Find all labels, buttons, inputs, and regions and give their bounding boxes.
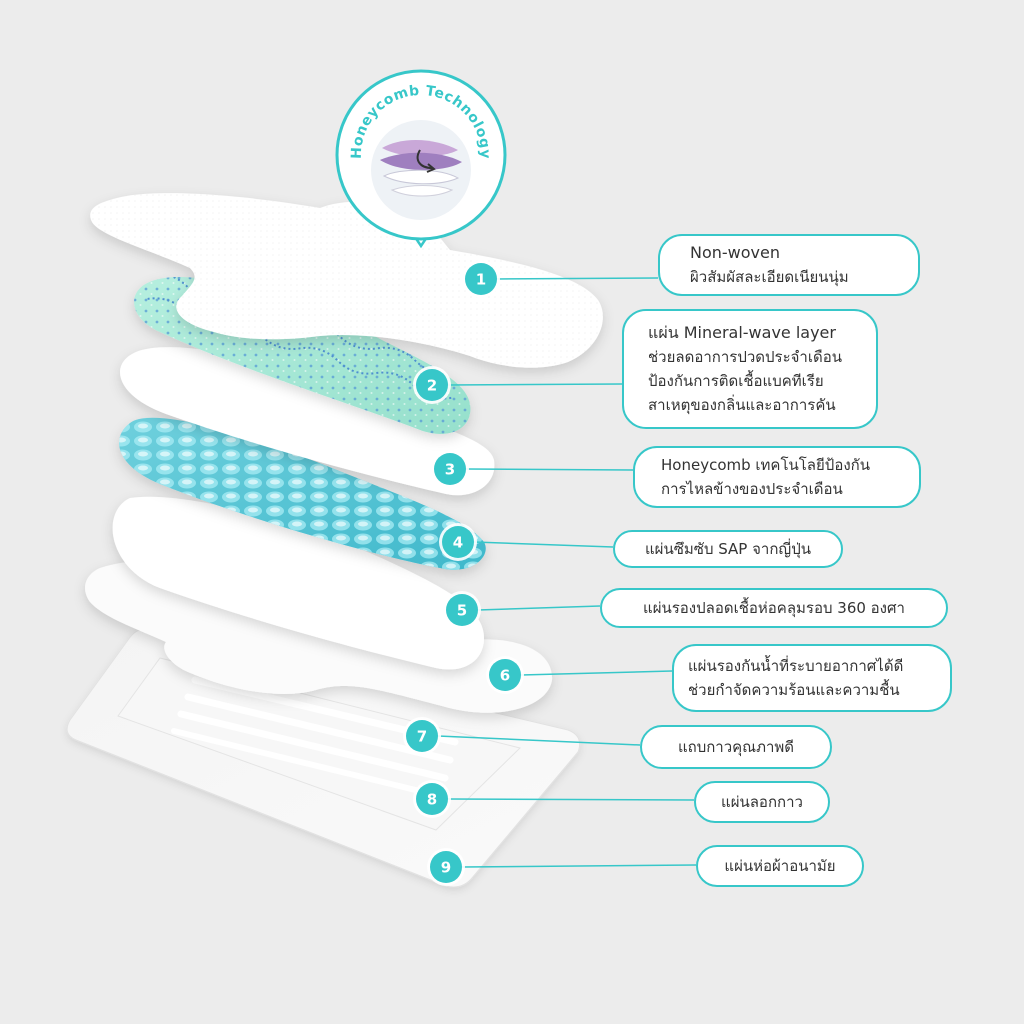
label-layer-4: แผ่นซึมซับ SAP จากญี่ปุ่น bbox=[613, 530, 843, 568]
connector-line-8 bbox=[447, 798, 695, 801]
badge-number-5: 5 bbox=[457, 602, 467, 620]
label-2-line-2: ช่วยลดอาการปวดประจำเดือน bbox=[648, 348, 842, 366]
badge-5: 5 bbox=[443, 591, 481, 629]
badge-number-4: 4 bbox=[453, 534, 463, 552]
badge-circle-6 bbox=[489, 659, 521, 691]
connector-lines bbox=[437, 277, 697, 868]
badge-2: 2 bbox=[413, 366, 451, 404]
label-1-line-2: ผิวสัมผัสละเอียดเนียนนุ่ม bbox=[690, 268, 849, 286]
label-6-line-1: แผ่นรองกันน้ำที่ระบายอากาศได้ดี bbox=[688, 657, 904, 675]
connector-line-3 bbox=[465, 468, 634, 471]
label-2-line-4: สาเหตุของกลิ่นและอาการคัน bbox=[648, 396, 836, 414]
badge-number-1: 1 bbox=[476, 271, 486, 289]
badge-1: 1 bbox=[462, 260, 500, 298]
label-2-line-1: แผ่น Mineral-wave layer bbox=[648, 323, 836, 342]
connector-line-4 bbox=[473, 541, 614, 548]
badge-number-6: 6 bbox=[500, 667, 510, 685]
honeycomb-technology-seal: Honeycomb Technology bbox=[335, 69, 507, 249]
label-8-line-1: แผ่นลอกกาว bbox=[721, 793, 803, 811]
badge-7: 7 bbox=[403, 717, 441, 755]
label-layer-8: แผ่นลอกกาว bbox=[694, 781, 830, 823]
connector-line-6 bbox=[520, 670, 673, 676]
badge-number-9: 9 bbox=[441, 859, 451, 877]
badge-3: 3 bbox=[431, 450, 469, 488]
badge-circle-9 bbox=[430, 851, 462, 883]
label-layer-6: แผ่นรองกันน้ำที่ระบายอากาศได้ดี ช่วยกำจั… bbox=[672, 644, 952, 712]
connector-line-7 bbox=[437, 735, 641, 746]
label-layer-2: แผ่น Mineral-wave layer ช่วยลดอาการปวดปร… bbox=[622, 309, 878, 429]
badge-circle-1 bbox=[465, 263, 497, 295]
badge-6: 6 bbox=[486, 656, 524, 694]
label-3-line-1: Honeycomb เทคโนโลยีป้องกัน bbox=[661, 456, 870, 474]
label-5-line-1: แผ่นรองปลอดเชื้อห่อคลุมรอบ 360 องศา bbox=[643, 599, 905, 617]
label-layer-9: แผ่นห่อผ้าอนามัย bbox=[696, 845, 864, 887]
label-1-line-1: Non-woven bbox=[690, 243, 780, 262]
connector-line-2 bbox=[447, 383, 623, 386]
badge-circle-2 bbox=[416, 369, 448, 401]
badge-circle-7 bbox=[406, 720, 438, 752]
layer-5-sterile-wrap bbox=[112, 496, 485, 670]
badge-4: 4 bbox=[439, 523, 477, 561]
layer-3-honeycomb-leak-guard bbox=[120, 347, 495, 496]
label-layer-5: แผ่นรองปลอดเชื้อห่อคลุมรอบ 360 องศา bbox=[600, 588, 948, 628]
number-badges: 1 2 3 4 5 6 7 8 9 bbox=[403, 260, 524, 886]
badge-number-2: 2 bbox=[427, 377, 437, 395]
layer-7-adhesive-strips bbox=[171, 676, 459, 799]
badge-circle-5 bbox=[446, 594, 478, 626]
layer-1-nonwoven-topsheet bbox=[90, 193, 603, 368]
label-2-line-3: ป้องกันการติดเชื้อแบคทีเรีย bbox=[648, 372, 824, 390]
label-layer-3: Honeycomb เทคโนโลยีป้องกัน การไหลข้างของ… bbox=[633, 446, 921, 508]
label-layer-1: Non-woven ผิวสัมผัสละเอียดเนียนนุ่ม bbox=[658, 234, 920, 296]
connector-line-9 bbox=[461, 864, 697, 868]
badge-number-3: 3 bbox=[445, 461, 455, 479]
label-9-line-1: แผ่นห่อผ้าอนามัย bbox=[724, 857, 836, 875]
badge-9: 9 bbox=[427, 848, 465, 886]
connector-line-5 bbox=[477, 605, 601, 611]
badge-circle-4 bbox=[442, 526, 474, 558]
label-4-line-1: แผ่นซึมซับ SAP จากญี่ปุ่น bbox=[645, 540, 811, 558]
label-6-line-2: ช่วยกำจัดความร้อนและความชื้น bbox=[688, 681, 900, 699]
badge-circle-8 bbox=[416, 783, 448, 815]
badge-number-8: 8 bbox=[427, 791, 437, 809]
label-3-line-2: การไหลข้างของประจำเดือน bbox=[661, 480, 843, 498]
label-layer-7: แถบกาวคุณภาพดี bbox=[640, 725, 832, 769]
label-7-line-1: แถบกาวคุณภาพดี bbox=[677, 738, 795, 756]
layers-illustration-icon bbox=[371, 120, 471, 220]
badge-circle-3 bbox=[434, 453, 466, 485]
badge-8: 8 bbox=[413, 780, 451, 818]
badge-number-7: 7 bbox=[417, 728, 427, 746]
connector-line-1 bbox=[496, 277, 659, 280]
